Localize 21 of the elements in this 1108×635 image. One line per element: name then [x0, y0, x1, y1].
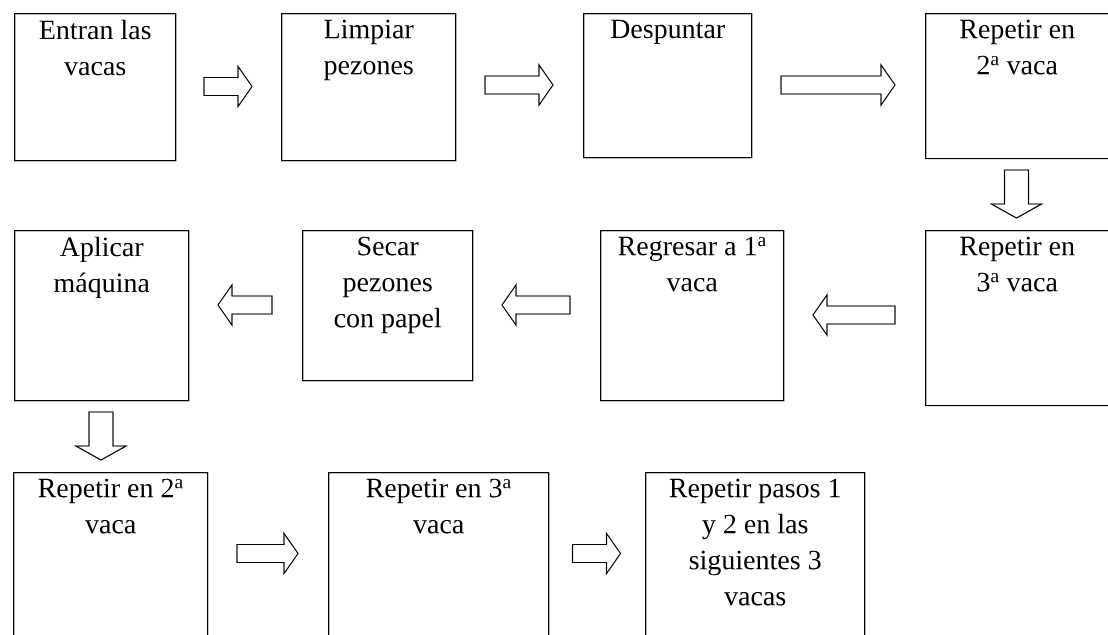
process-box: Entran las vacas	[14, 13, 177, 162]
block-arrow	[780, 63, 896, 107]
process-box: Limpiar pezones	[281, 13, 457, 162]
process-box: Repetir en 2$^{a}$ vaca	[925, 13, 1108, 160]
block-arrow	[989, 169, 1044, 219]
process-box: Repetir en 3$^{a}$ vaca	[925, 230, 1108, 407]
block-arrow	[812, 293, 896, 337]
block-arrow	[501, 283, 571, 327]
process-box: Regresar a 1$^{a}$ vaca	[600, 230, 785, 402]
block-arrow	[236, 531, 299, 576]
block-arrow	[571, 531, 622, 576]
process-box: Repetir en 2$^{a}$ vaca	[13, 472, 209, 635]
process-box: Repetir en 3$^{a}$ vaca	[328, 472, 550, 635]
block-arrow	[73, 411, 129, 461]
process-box: Repetir pasos 1 y 2 en las siguientes 3 vacas	[645, 472, 866, 635]
process-box: Aplicar máquina	[14, 230, 190, 402]
process-box: Secar pezones con papel	[302, 230, 474, 382]
process-box: Despuntar	[583, 13, 753, 159]
block-arrow	[484, 63, 554, 107]
block-arrow	[217, 283, 273, 327]
block-arrow	[203, 64, 253, 109]
